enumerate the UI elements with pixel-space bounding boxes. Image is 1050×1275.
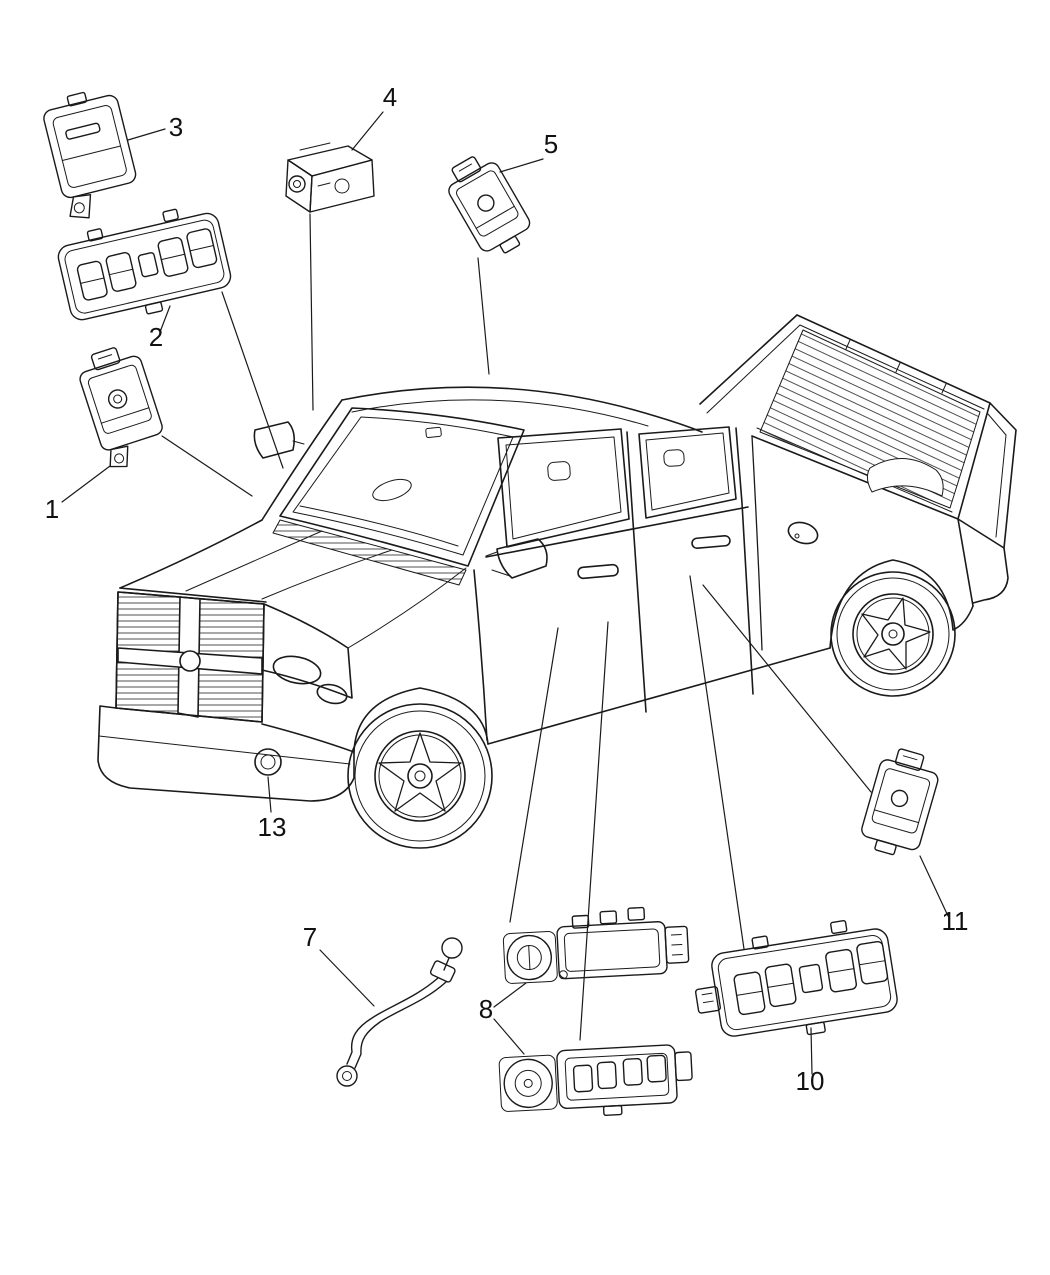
callout-label-7: 7: [303, 922, 317, 952]
front-door-window: [497, 428, 630, 548]
beltline: [485, 506, 749, 558]
component-5-switch: [448, 156, 531, 254]
fuel-door: [787, 521, 819, 545]
rear-wheel: [830, 571, 956, 697]
component-2-window-switch-bezel: [57, 208, 232, 321]
fog-lamp: [254, 748, 282, 776]
component-8a-switch-assembly: [502, 906, 690, 984]
driver-mirror: [496, 538, 548, 579]
components: [43, 91, 939, 1117]
component-11-switch: [861, 748, 939, 856]
callout-label-8: 8: [479, 994, 493, 1024]
component-3-module: [43, 91, 137, 219]
cowl-vent: [272, 519, 467, 586]
rear-wheel-arch: [829, 559, 974, 649]
rear-door-handle: [691, 534, 731, 550]
callout-label-5: 5: [544, 129, 558, 159]
headlamps: [261, 603, 353, 705]
windshield: [279, 407, 525, 567]
truck-illustration: [97, 314, 1017, 849]
callout-label-3: 3: [169, 112, 183, 142]
component-1-switch-module: [79, 347, 163, 468]
front-door-edge: [473, 569, 488, 741]
component-8b-switch-assembly: [498, 1044, 693, 1117]
pickup-bed: [699, 314, 1017, 651]
front-bumper: [97, 705, 355, 802]
a-pillar: [261, 399, 343, 521]
callout-label-10: 10: [796, 1066, 825, 1096]
callout-label-4: 4: [383, 82, 397, 112]
callout-label-13: 13: [258, 812, 287, 842]
front-wheel-arch: [353, 687, 489, 753]
callout-label-11: 11: [942, 906, 969, 936]
component-10-window-switch-bezel: [694, 920, 898, 1037]
callout-label-2: 2: [149, 322, 163, 352]
crosshair-grille: [115, 591, 265, 723]
passenger-mirror: [253, 421, 295, 459]
component-4-switch: [285, 142, 375, 213]
callout-label-1: 1: [45, 494, 59, 524]
roof-line: [341, 386, 703, 433]
b-pillar: [626, 431, 647, 713]
front-wheel: [347, 703, 493, 849]
callouts: 1 2 3 4 5 7 8 10 11 13: [45, 82, 969, 1096]
leader-lines: [61, 111, 949, 1075]
component-7-cable: [336, 937, 463, 1087]
rear-door-window: [638, 426, 737, 519]
front-door-handle: [577, 563, 619, 580]
rear-bumper: [972, 547, 1009, 604]
rocker-line: [487, 647, 831, 745]
rear-door-edge: [735, 427, 754, 695]
